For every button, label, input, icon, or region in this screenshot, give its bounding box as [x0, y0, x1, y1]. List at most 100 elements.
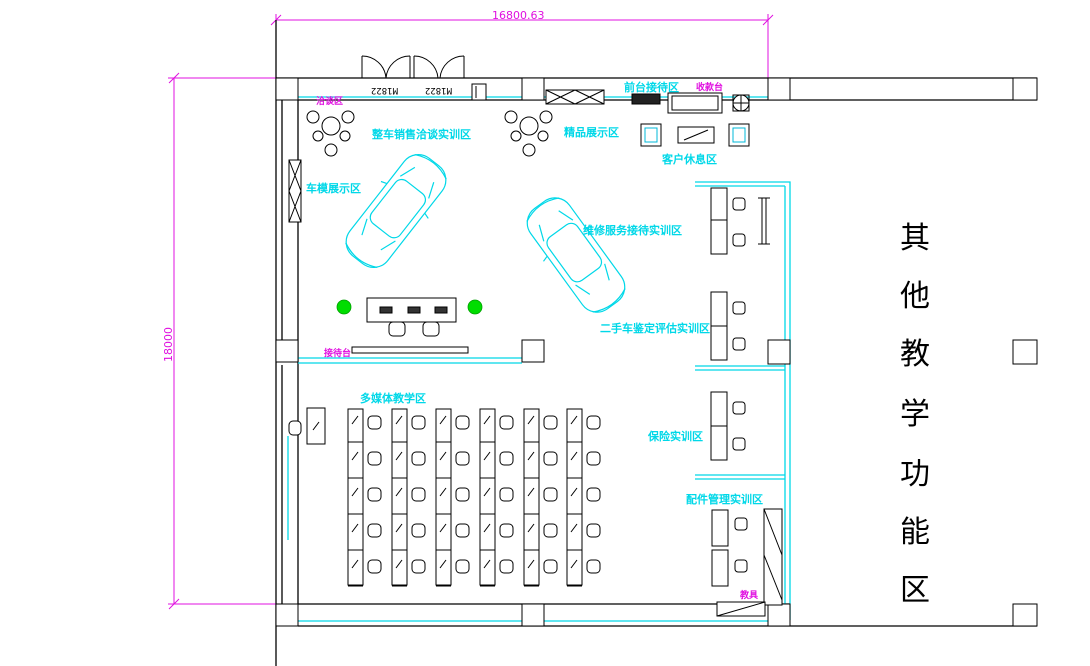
chair-icon: [543, 415, 558, 430]
chair-icon: [499, 415, 514, 430]
desk-column: [523, 408, 540, 586]
zone-reception-desk: 接待台: [324, 347, 351, 359]
desk-column: [479, 408, 496, 586]
chair-icon: [543, 451, 558, 466]
desk-column: [566, 408, 583, 586]
zone-tools: 教具: [739, 589, 758, 601]
side-title-char: 区: [900, 573, 930, 608]
computer-icon: [351, 523, 359, 533]
computer-icon: [483, 487, 491, 497]
chair-icon: [499, 559, 514, 574]
classroom-desks: [347, 408, 601, 587]
chair-icon: [411, 451, 426, 466]
computer-icon: [570, 487, 578, 497]
side-title-char: 他: [900, 279, 930, 314]
tea-table-right: [504, 110, 553, 157]
tea-table-left: [306, 110, 355, 157]
desk-column: [347, 408, 364, 586]
chair-icon: [586, 451, 601, 466]
zone-tea-area: 洽谈区: [316, 95, 343, 107]
desk-column: [435, 408, 452, 586]
computer-icon: [439, 415, 447, 425]
computer-icon: [570, 559, 578, 569]
chair-icon: [543, 559, 558, 574]
width-dimension: [270, 14, 774, 80]
chair-icon: [367, 415, 382, 430]
desk-column: [391, 408, 408, 586]
computer-icon: [483, 559, 491, 569]
chair-icon: [367, 451, 382, 466]
side-title: 其 他 教 学 功 能 区: [900, 221, 930, 608]
chair-icon: [543, 487, 558, 502]
zone-vehicle-sales-training: 整车销售洽谈实训区: [371, 127, 471, 141]
chair-icon: [455, 451, 470, 466]
computer-icon: [439, 523, 447, 533]
chair-icon: [586, 415, 601, 430]
side-title-char: 其: [900, 221, 930, 256]
chair-icon: [367, 523, 382, 538]
chair-icon: [543, 523, 558, 538]
right-workstations: [710, 187, 783, 617]
reception-desk: [351, 297, 469, 354]
chair-icon: [367, 487, 382, 502]
zone-insurance-training: 保险实训区: [647, 429, 703, 443]
computer-icon: [570, 415, 578, 425]
teacher-desk: [288, 407, 326, 445]
entrance-doors: [361, 55, 487, 101]
zone-cashier: 收款台: [696, 81, 723, 93]
plant-icon: [336, 299, 483, 315]
zone-customer-rest: 客户休息区: [661, 152, 717, 166]
customer-rest-furniture: [640, 123, 750, 147]
chair-icon: [455, 487, 470, 502]
computer-icon: [395, 451, 403, 461]
side-title-char: 教: [900, 337, 930, 372]
computer-icon: [483, 415, 491, 425]
side-title-char: 学: [900, 397, 930, 432]
computer-icon: [527, 559, 535, 569]
computer-icon: [351, 451, 359, 461]
cyan-partitions: [287, 96, 791, 622]
car-left: [345, 153, 447, 269]
zone-model-display: 车模展示区: [306, 181, 361, 195]
chair-icon: [499, 523, 514, 538]
computer-icon: [395, 523, 403, 533]
computer-icon: [527, 415, 535, 425]
chair-icon: [586, 559, 601, 574]
height-dimension: [168, 72, 296, 610]
zone-multimedia-teaching: 多媒体教学区: [360, 391, 426, 405]
chair-icon: [586, 523, 601, 538]
chair-icon: [499, 487, 514, 502]
computer-icon: [483, 451, 491, 461]
computer-icon: [570, 451, 578, 461]
chair-icon: [411, 415, 426, 430]
zone-parts-management: 配件管理实训区: [686, 492, 763, 506]
computer-icon: [527, 451, 535, 461]
door-label-1: M1822: [371, 85, 398, 95]
computer-icon: [439, 487, 447, 497]
car-right: [526, 197, 626, 313]
model-display-cabinet: [288, 159, 302, 223]
zone-maintenance-service: 维修服务接待实训区: [583, 223, 682, 237]
computer-icon: [439, 559, 447, 569]
zone-reception-top: 前台接待区: [624, 80, 679, 94]
chair-icon: [455, 523, 470, 538]
computer-icon: [439, 451, 447, 461]
computer-icon: [395, 559, 403, 569]
width-dimension-label: 16800.63: [492, 9, 545, 22]
side-title-char: 能: [900, 515, 930, 550]
computer-icon: [570, 523, 578, 533]
chair-icon: [411, 523, 426, 538]
computer-icon: [395, 415, 403, 425]
computer-icon: [527, 523, 535, 533]
chair-icon: [499, 451, 514, 466]
computer-icon: [395, 487, 403, 497]
chair-icon: [411, 559, 426, 574]
computer-icon: [351, 487, 359, 497]
chair-icon: [367, 559, 382, 574]
computer-icon: [351, 415, 359, 425]
chair-icon: [455, 559, 470, 574]
computer-icon: [483, 523, 491, 533]
height-dimension-label: 18000: [162, 327, 175, 362]
chair-icon: [586, 487, 601, 502]
chair-icon: [411, 487, 426, 502]
